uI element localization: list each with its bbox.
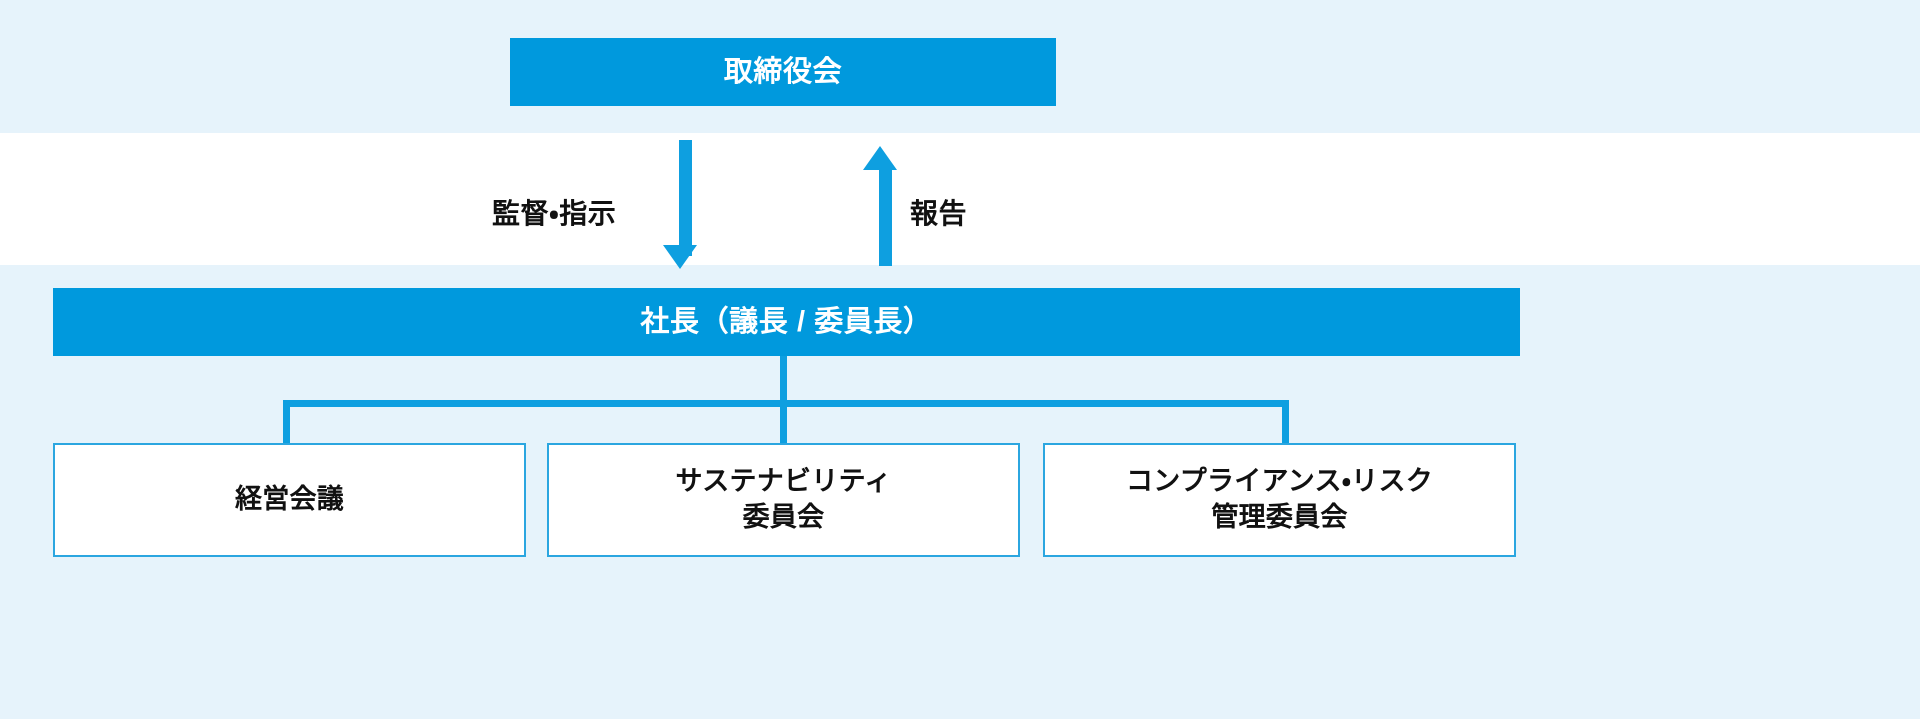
node-committee-compliance-risk[interactable]: コンプライアンス・リスク 管理委員会	[1043, 443, 1516, 557]
supervision-arrow-shaft	[679, 140, 692, 256]
supervision-arrow-down-icon	[663, 245, 697, 269]
node-committee-management-meeting[interactable]: 経営会議	[53, 443, 526, 557]
connector-drop-1	[780, 400, 787, 445]
connector-stem	[780, 356, 787, 403]
report-arrow-up-icon	[863, 146, 897, 170]
node-president-label: 社長（議長 / 委員長）	[640, 305, 933, 338]
connector-drop-0	[283, 400, 290, 445]
node-committee-1-label: サステナビリティ 委員会	[675, 466, 892, 532]
report-arrow-shaft	[879, 170, 892, 266]
report-arrow-label: 報告	[910, 198, 968, 229]
background-band-middle	[0, 133, 1920, 265]
node-president[interactable]: 社長（議長 / 委員長）	[53, 288, 1520, 356]
connector-drop-2	[1282, 400, 1289, 445]
node-committee-0-label: 経営会議	[234, 484, 345, 515]
node-committee-2-label: コンプライアンス・リスク 管理委員会	[1126, 466, 1433, 532]
node-board-of-directors-label: 取締役会	[723, 55, 843, 88]
node-committee-sustainability[interactable]: サステナビリティ 委員会	[547, 443, 1020, 557]
supervision-arrow-label: 監督・指示	[492, 198, 617, 229]
node-board-of-directors[interactable]: 取締役会	[510, 38, 1056, 106]
